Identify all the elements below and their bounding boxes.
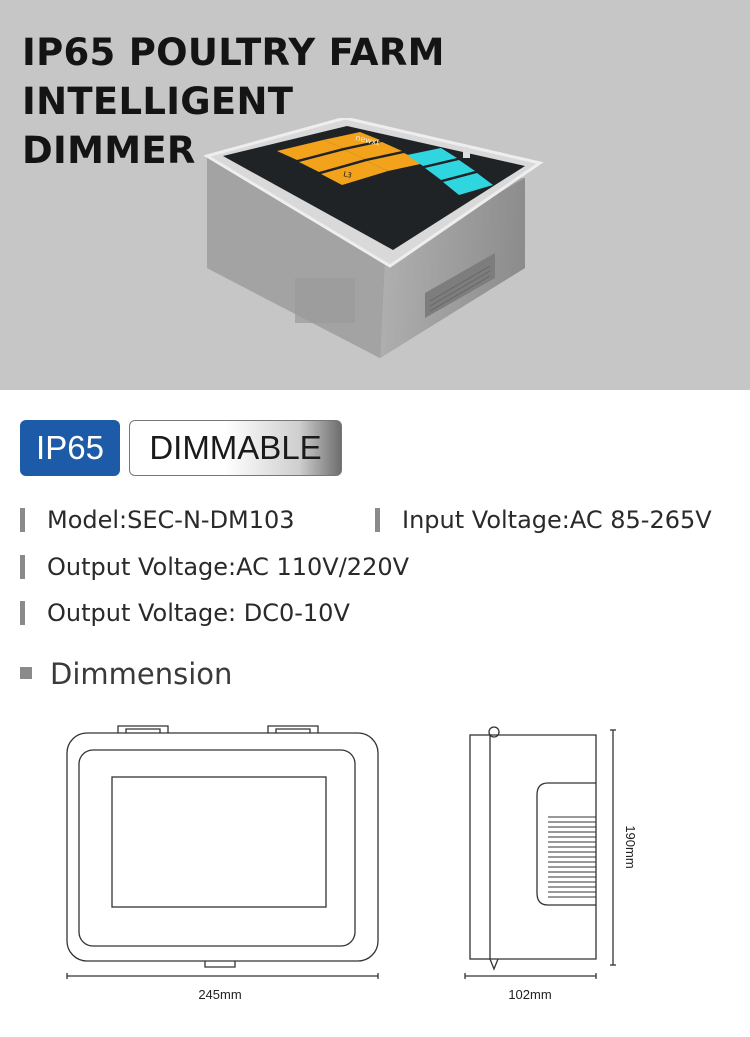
dimension-heading-text: Dimmension (50, 657, 233, 691)
spec-model: Model:SEC-N-DM103 (20, 505, 295, 535)
dimmer-device-illustration: newxt L3 (203, 116, 544, 358)
height-label: 190mm (623, 825, 638, 868)
channel-tiles (277, 132, 425, 185)
screen-channel-l3: L3 (343, 170, 353, 180)
title-line-1: IP65 POULTRY FARM INTELLIGENT (22, 31, 445, 123)
heading-square-bullet (20, 667, 32, 679)
side-view (464, 726, 616, 979)
spec-bullet-bar (20, 555, 25, 579)
width-label: 245mm (198, 987, 241, 1002)
spec-output-voltage-dc: Output Voltage: DC0-10V (20, 598, 350, 628)
spec-model-text: Model:SEC-N-DM103 (47, 506, 295, 534)
spec-bullet-bar (20, 601, 25, 625)
technical-drawing: 245mm 102mm 190mm (66, 725, 638, 1002)
dimmable-badge: DIMMABLE (129, 420, 342, 476)
spec-bullet-bar (375, 508, 380, 532)
product-image: newxt L3 (195, 116, 555, 378)
menu-tiles (407, 148, 493, 195)
dimension-heading: Dimmension (20, 657, 232, 691)
spec-output-ac-text: Output Voltage:AC 110V/220V (47, 553, 410, 581)
lock-icon (463, 146, 470, 158)
page-title: IP65 POULTRY FARM INTELLIGENT DIMMER (22, 28, 722, 175)
depth-label: 102mm (508, 987, 551, 1002)
hero-banner: IP65 POULTRY FARM INTELLIGENT DIMMER (0, 0, 750, 390)
front-view (66, 725, 379, 979)
title-line-2: DIMMER (22, 129, 196, 172)
spec-input-voltage: Input Voltage:AC 85-265V (375, 505, 712, 535)
spec-input-voltage-text: Input Voltage:AC 85-265V (402, 506, 712, 534)
spec-output-voltage-ac: Output Voltage:AC 110V/220V (20, 552, 409, 582)
ip65-badge: IP65 (20, 420, 120, 476)
vent-grille (425, 253, 495, 318)
dimension-drawing: 245mm 102mm 190mm (0, 715, 750, 1015)
spec-bullet-bar (20, 508, 25, 532)
spec-output-dc-text: Output Voltage: DC0-10V (47, 599, 350, 627)
